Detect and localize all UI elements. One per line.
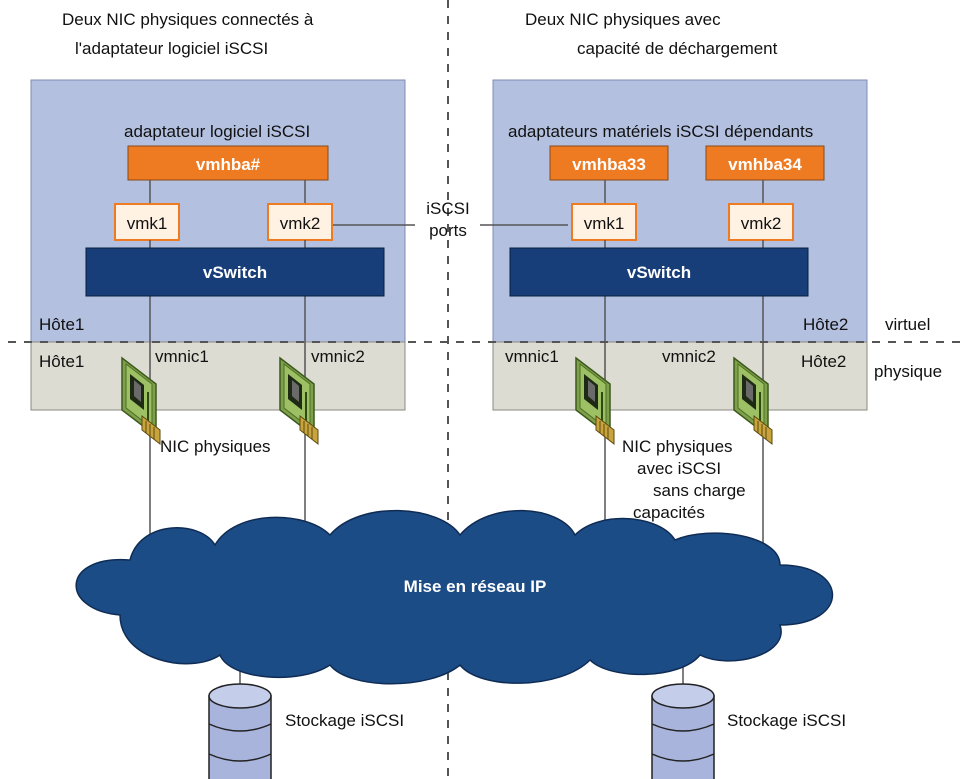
right-vmnic2-label: vmnic2 [662, 347, 716, 366]
right-vswitch [509, 247, 809, 297]
right-hba33-label: vmhba33 [572, 155, 646, 174]
left-vmnic1-label: vmnic1 [155, 347, 209, 366]
right-heading-line2: capacité de déchargement [577, 39, 778, 58]
right-host-physical-zone [492, 341, 868, 411]
left-heading-line1: Deux NIC physiques connectés à [62, 10, 314, 29]
right-vmk1-box [571, 203, 637, 241]
right-vmk1-label: vmk1 [584, 214, 625, 233]
left-vmnic2-label: vmnic2 [311, 347, 365, 366]
left-nic-caption: NIC physiques [160, 437, 271, 456]
right-host-virtual-zone [492, 79, 868, 343]
left-host-physical-zone [30, 341, 406, 411]
right-vswitch-label: vSwitch [627, 263, 691, 282]
right-hba34-box [705, 145, 825, 181]
right-nic-caption-line3: sans charge [653, 481, 746, 500]
database-cylinder-icon [208, 683, 272, 779]
left-adapter-caption: adaptateur logiciel iSCSI [124, 122, 310, 141]
right-host-virtual-label: Hôte2 [803, 315, 848, 334]
left-vmk1-box [114, 203, 180, 241]
left-vswitch-label: vSwitch [203, 263, 267, 282]
right-vmk2-label: vmk2 [741, 214, 782, 233]
left-host-virtual-label: Hôte1 [39, 315, 84, 334]
right-vmnic1-label: vmnic1 [505, 347, 559, 366]
left-vmk1-label: vmk1 [127, 214, 168, 233]
iscsi-ports-label-line2: ports [429, 221, 467, 240]
left-vswitch [85, 247, 385, 297]
right-nic-caption-line1: NIC physiques [622, 437, 733, 456]
right-hba33-box [549, 145, 669, 181]
iscsi-ports-label-line1: iSCSI [426, 199, 469, 218]
left-host-physical-label: Hôte1 [39, 352, 84, 371]
left-vmk2-label: vmk2 [280, 214, 321, 233]
layer-virtual-label: virtuel [885, 315, 930, 334]
right-nic-caption-line4: capacités [633, 503, 705, 522]
right-vmk2-box [728, 203, 794, 241]
cloud-icon [75, 509, 834, 685]
network-label: Mise en réseau IP [404, 577, 547, 596]
database-cylinder-icon [651, 683, 715, 779]
right-host-physical-label: Hôte2 [801, 352, 846, 371]
layer-physical-label: physique [874, 362, 942, 381]
left-host-virtual-zone [30, 79, 406, 343]
right-hba34-label: vmhba34 [728, 155, 802, 174]
right-storage-label: Stockage iSCSI [727, 711, 846, 730]
right-heading-line1: Deux NIC physiques avec [525, 10, 721, 29]
left-storage-label: Stockage iSCSI [285, 711, 404, 730]
left-hba-box [127, 145, 329, 181]
left-hba-label: vmhba# [196, 155, 261, 174]
right-nic-caption-line2: avec iSCSI [637, 459, 721, 478]
left-heading-line2: l'adaptateur logiciel iSCSI [75, 39, 268, 58]
right-adapter-caption: adaptateurs matériels iSCSI dépendants [508, 122, 813, 141]
left-vmk2-box [267, 203, 333, 241]
